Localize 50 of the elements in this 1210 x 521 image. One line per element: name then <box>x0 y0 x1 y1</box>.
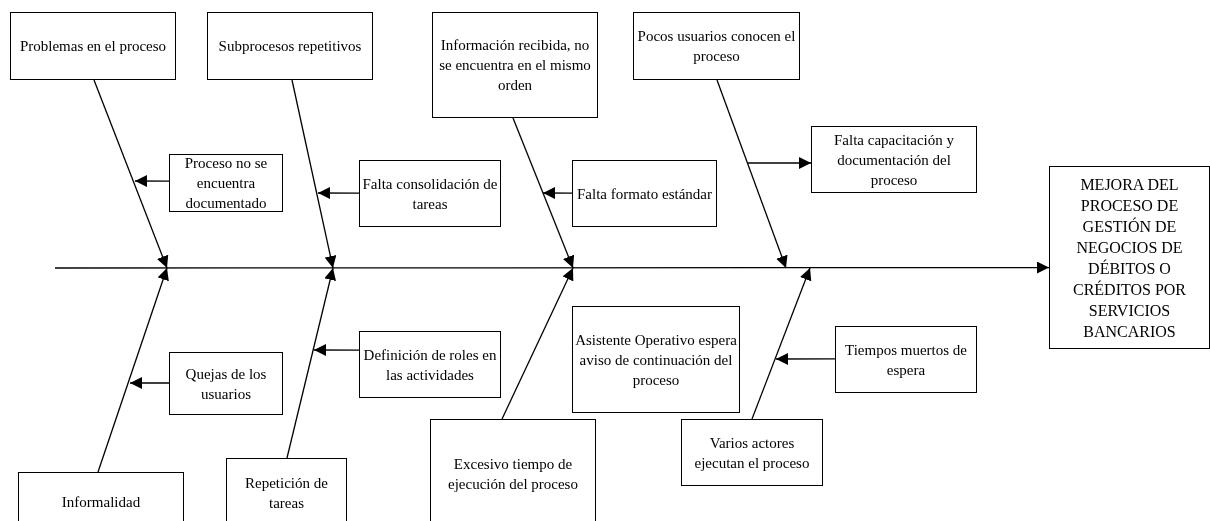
cause-text: Repetición de tareas <box>244 474 329 513</box>
cause-box <box>169 154 283 212</box>
cause-text: Informalidad <box>61 493 141 512</box>
arrow <box>97 267 169 473</box>
cause-box <box>681 419 823 486</box>
arrow <box>747 157 812 169</box>
arrow <box>291 79 337 269</box>
arrow <box>134 175 170 187</box>
cause-text: Asistente Operativo espera aviso de continuación del proceso <box>575 330 737 390</box>
cause-text: Información recibida, no se encuentra en el mismo orden <box>438 36 592 95</box>
cause-box <box>169 352 283 415</box>
cause-text: Subprocesos repetitivos <box>218 37 362 56</box>
arrow <box>313 344 360 356</box>
cause-text: Varios actores ejecutan el proceso <box>693 433 811 473</box>
cause-box <box>359 331 501 398</box>
arrow <box>129 377 170 389</box>
arrow <box>286 267 336 459</box>
arrow <box>716 79 788 269</box>
cause-text: Quejas de los usuarios <box>184 364 268 404</box>
cause-box <box>811 126 977 193</box>
cause-box <box>18 472 184 521</box>
cause-box <box>835 326 977 393</box>
cause-text: Falta consolidación de tareas <box>362 174 498 214</box>
cause-text: Problemas en el proceso <box>19 37 167 56</box>
cause-text: Pocos usuarios conocen el proceso <box>636 27 797 66</box>
cause-text: Tiempos muertos de espera <box>844 340 968 380</box>
cause-text: Excesivo tiempo de ejecución del proceso <box>447 455 579 494</box>
cause-box <box>572 306 740 413</box>
arrow <box>93 79 169 269</box>
arrow <box>317 187 360 199</box>
arrow <box>775 353 836 365</box>
cause-box <box>10 12 176 80</box>
cause-box <box>432 12 598 118</box>
cause-box <box>572 160 717 227</box>
cause-text: Proceso no se encuentra documentado <box>183 154 269 213</box>
cause-box <box>226 458 347 521</box>
arrow <box>542 187 573 199</box>
cause-text: MEJORA DEL PROCESO DE GESTIÓN DE NEGOCIOS DE DÉBITOS O CRÉDITOS POR SERVICIOS BANCARIOS <box>1071 174 1188 342</box>
cause-text: Falta formato estándar <box>577 184 712 204</box>
arrow <box>501 267 574 420</box>
arrow <box>512 117 575 269</box>
spine-arrow <box>54 261 1050 274</box>
cause-text: Definición de roles en las actividades <box>362 345 498 385</box>
effect-box <box>1049 166 1210 349</box>
arrow <box>751 267 812 420</box>
cause-box <box>430 419 596 521</box>
cause-text: Falta capacitación y documentación del proceso <box>833 130 955 190</box>
cause-box <box>633 12 800 80</box>
cause-box <box>207 12 373 80</box>
cause-box <box>359 160 501 227</box>
